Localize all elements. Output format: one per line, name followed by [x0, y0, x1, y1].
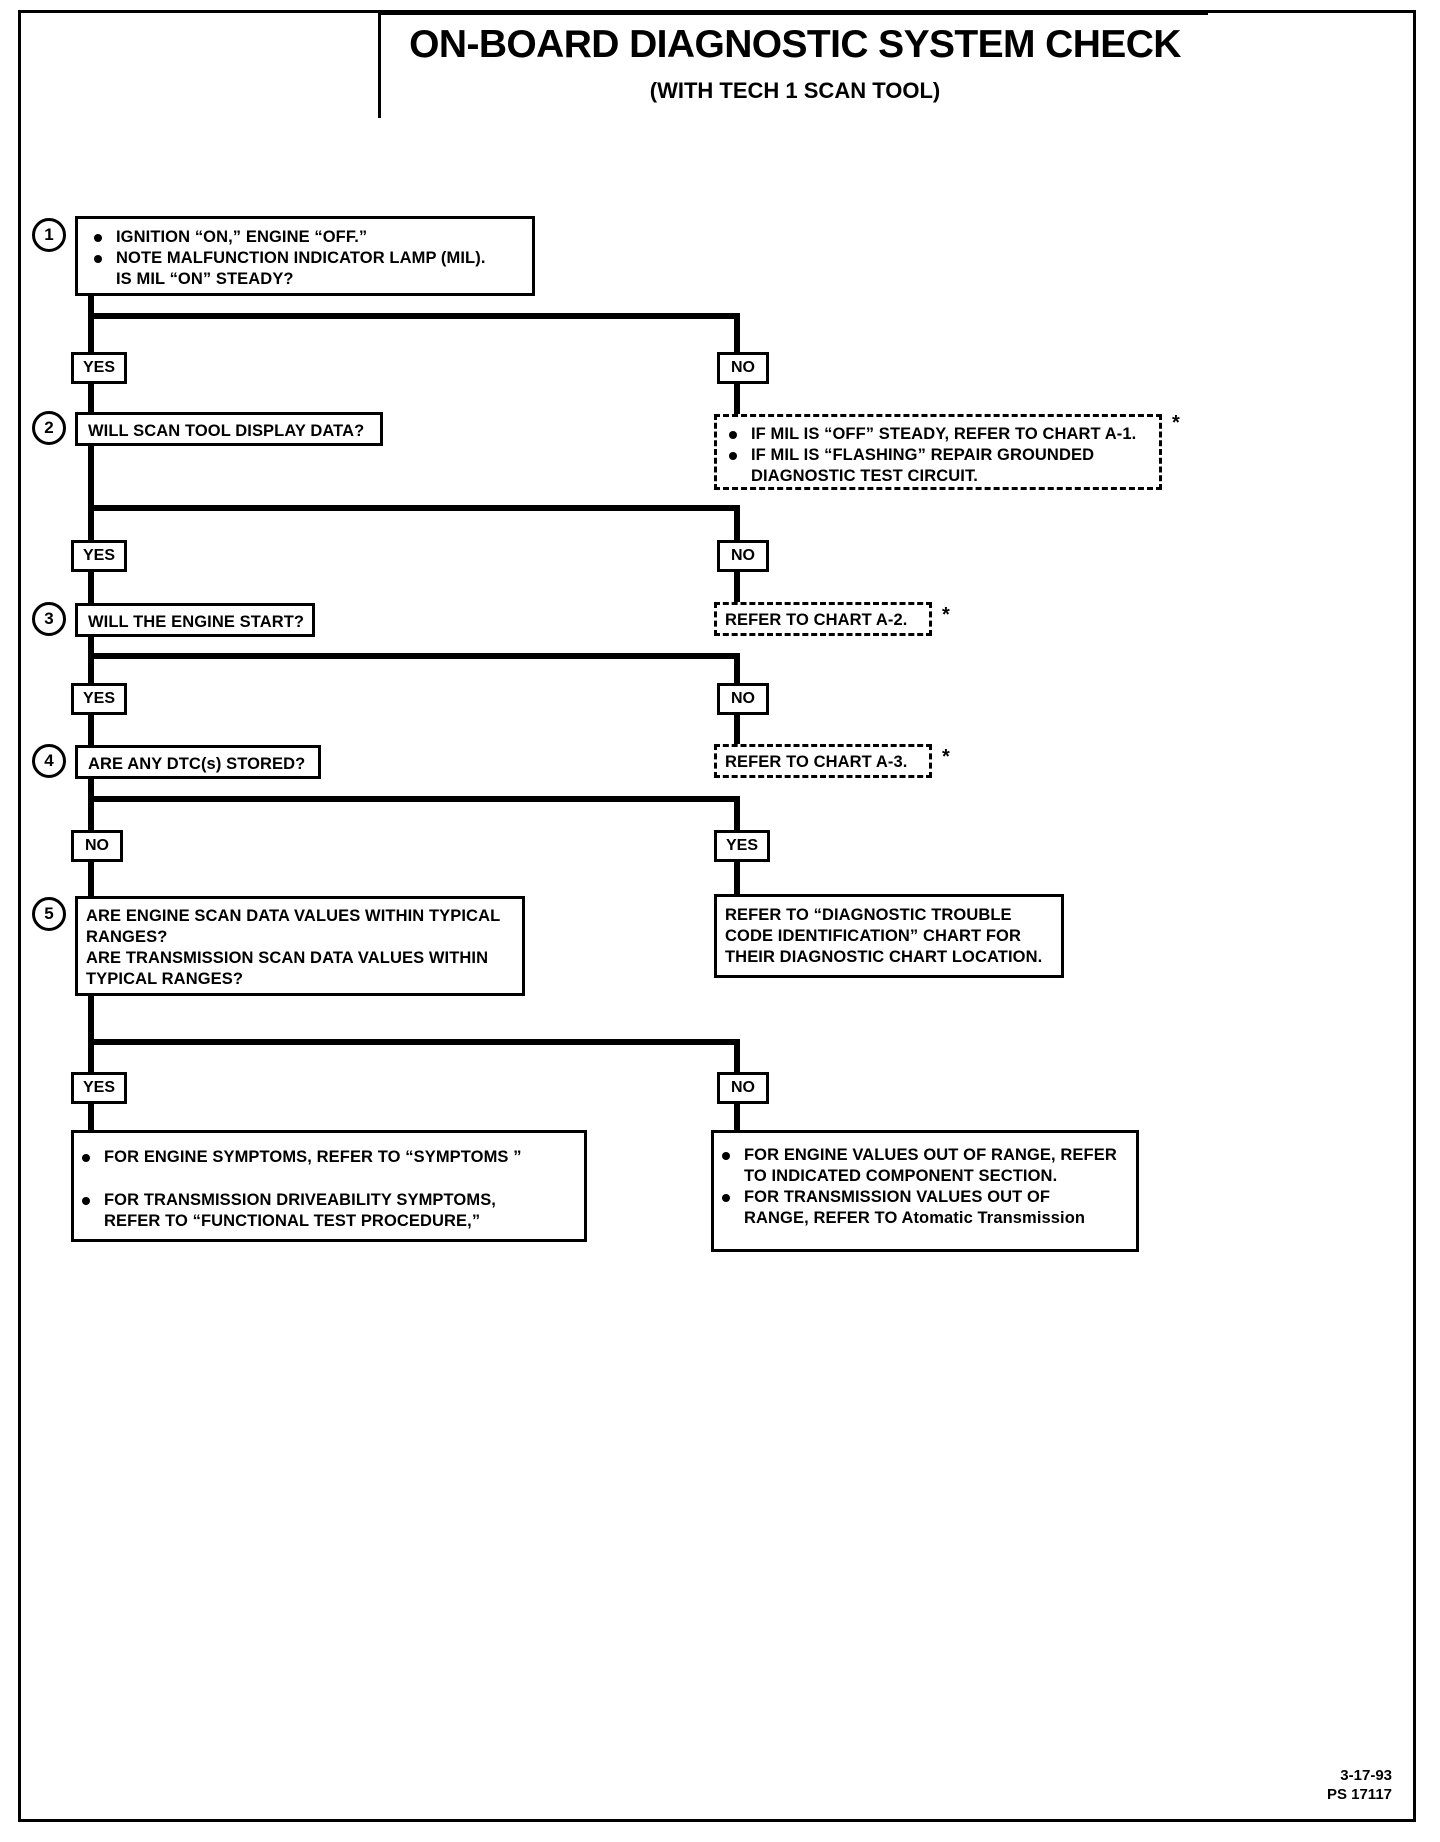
connector-v-5-no	[734, 1039, 740, 1075]
step-5-no-result-box: FOR ENGINE VALUES OUT OF RANGE, REFER TO…	[711, 1130, 1139, 1252]
connector-v-yes2-down	[88, 572, 94, 604]
connector-h-4	[88, 796, 740, 802]
page-title: ON-BOARD DIAGNOSTIC SYSTEM CHECK	[409, 23, 1181, 66]
connector-h-1	[88, 313, 740, 319]
step-5-no-bullet-2-cont: RANGE, REFER TO Atomatic Transmission	[744, 1209, 1086, 1227]
step-1-no-result-box: IF MIL IS “OFF” STEADY, REFER TO CHART A…	[714, 414, 1162, 490]
connector-h-5	[88, 1039, 740, 1045]
branch-label-yes-4: YES	[714, 830, 770, 862]
connector-h-3	[88, 653, 740, 659]
connector-v-3-yes	[88, 653, 94, 685]
connector-v-3	[88, 637, 94, 659]
page-subtitle: (WITH TECH 1 SCAN TOOL)	[649, 78, 941, 103]
connector-v-no2-down	[734, 572, 740, 602]
step-5-line-2: RANGES?	[86, 928, 168, 946]
step-5-yes-bullet-1: FOR ENGINE SYMPTOMS, REFER TO “SYMPTOMS …	[74, 1147, 584, 1168]
branch-label-no-2: NO	[717, 540, 769, 572]
step-3-box: WILL THE ENGINE START?	[75, 603, 315, 637]
connector-v-yes5-down	[88, 1104, 94, 1132]
connector-v-no3-down	[734, 715, 740, 745]
step-4-yes-result-box: REFER TO “DIAGNOSTIC TROUBLE CODE IDENTI…	[714, 894, 1064, 978]
branch-label-no-1: NO	[717, 352, 769, 384]
connector-v-yes4-down	[734, 862, 740, 896]
connector-v-5-yes	[88, 1039, 94, 1075]
step-5-no-bullet-1-cont: TO INDICATED COMPONENT SECTION.	[744, 1167, 1058, 1185]
step-5-yes-bullet-2-cont: REFER TO “FUNCTIONAL TEST PROCEDURE,”	[104, 1212, 481, 1230]
branch-label-no-3: NO	[717, 683, 769, 715]
step-number-2: 2	[32, 411, 66, 445]
branch-label-no-4: NO	[71, 830, 123, 862]
step-5-yes-result-box: FOR ENGINE SYMPTOMS, REFER TO “SYMPTOMS …	[71, 1130, 587, 1242]
step-4-yes-line-3: THEIR DIAGNOSTIC CHART LOCATION.	[725, 948, 1043, 966]
step-number-1: 1	[32, 218, 66, 252]
connector-v-yes1-down	[88, 384, 94, 418]
connector-v-3-no	[734, 653, 740, 685]
connector-v-2	[88, 446, 94, 508]
step-1-no-bullet-2: IF MIL IS “FLASHING” REPAIR GROUNDED	[721, 445, 1153, 466]
branch-label-yes-3: YES	[71, 683, 127, 715]
step-number-5: 5	[32, 897, 66, 931]
step-1-line-3: IS MIL “ON” STEADY?	[116, 270, 294, 288]
step-3-no-text: REFER TO CHART A-3.	[725, 753, 908, 771]
step-5-line-4: TYPICAL RANGES?	[86, 970, 244, 988]
connector-v-5	[88, 996, 94, 1042]
connector-v-2-no	[734, 505, 740, 543]
title-frame	[378, 12, 1208, 118]
step-4-yes-line-1: REFER TO “DIAGNOSTIC TROUBLE	[725, 906, 1012, 924]
step-4-text: ARE ANY DTC(s) STORED?	[88, 755, 306, 773]
footer-date: 3-17-93	[1340, 1767, 1392, 1784]
branch-label-yes-2: YES	[71, 540, 127, 572]
page-border	[18, 10, 1416, 1822]
step-5-box: ARE ENGINE SCAN DATA VALUES WITHIN TYPIC…	[75, 896, 525, 996]
branch-label-no-5: NO	[717, 1072, 769, 1104]
step-5-no-bullet-2: FOR TRANSMISSION VALUES OUT OF	[714, 1187, 1136, 1208]
connector-h-2	[88, 505, 740, 511]
connector-v-4-no	[88, 796, 94, 832]
step-number-4: 4	[32, 744, 66, 778]
connector-v-no4-down	[88, 862, 94, 898]
step-3-no-result-box: REFER TO CHART A-3.	[714, 744, 932, 778]
step-1-line-1: IGNITION “ON,” ENGINE “OFF.”	[86, 227, 522, 248]
connector-v-4-yes	[734, 796, 740, 832]
footnote-star-1: *	[1172, 412, 1180, 434]
step-1-no-bullet-2-cont: DIAGNOSTIC TEST CIRCUIT.	[751, 467, 978, 485]
connector-v-4	[88, 779, 94, 801]
connector-v-no5-down	[734, 1104, 740, 1132]
step-1-box: IGNITION “ON,” ENGINE “OFF.” NOTE MALFUN…	[75, 216, 535, 296]
step-1-line-2: NOTE MALFUNCTION INDICATOR LAMP (MIL).	[86, 248, 522, 269]
step-2-no-text: REFER TO CHART A-2.	[725, 611, 908, 629]
step-3-text: WILL THE ENGINE START?	[88, 613, 305, 631]
step-4-yes-line-2: CODE IDENTIFICATION” CHART FOR	[725, 927, 1022, 945]
step-number-3: 3	[32, 602, 66, 636]
footer: 3-17-93 PS 17117	[1327, 1766, 1392, 1804]
step-5-line-3: ARE TRANSMISSION SCAN DATA VALUES WITHIN	[86, 949, 489, 967]
step-1-no-bullet-1: IF MIL IS “OFF” STEADY, REFER TO CHART A…	[721, 424, 1153, 445]
step-5-yes-bullet-2: FOR TRANSMISSION DRIVEABILITY SYMPTOMS,	[74, 1190, 584, 1211]
connector-v-yes3-down	[88, 715, 94, 745]
footnote-star-2: *	[942, 604, 950, 626]
step-2-text: WILL SCAN TOOL DISPLAY DATA?	[88, 422, 365, 440]
branch-label-yes-5: YES	[71, 1072, 127, 1104]
step-2-box: WILL SCAN TOOL DISPLAY DATA?	[75, 412, 383, 446]
connector-v-1	[88, 296, 94, 318]
step-4-box: ARE ANY DTC(s) STORED?	[75, 745, 321, 779]
branch-label-yes-1: YES	[71, 352, 127, 384]
footnote-star-3: *	[942, 746, 950, 768]
connector-v-2-yes	[88, 505, 94, 543]
footer-code: PS 17117	[1326, 1786, 1392, 1803]
step-2-no-result-box: REFER TO CHART A-2.	[714, 602, 932, 636]
step-5-no-bullet-1: FOR ENGINE VALUES OUT OF RANGE, REFER	[714, 1145, 1136, 1166]
step-5-line-1: ARE ENGINE SCAN DATA VALUES WITHIN TYPIC…	[86, 907, 501, 925]
connector-v-1-no	[734, 313, 740, 355]
connector-v-1-yes	[88, 313, 94, 355]
connector-v-no1-down	[734, 384, 740, 416]
